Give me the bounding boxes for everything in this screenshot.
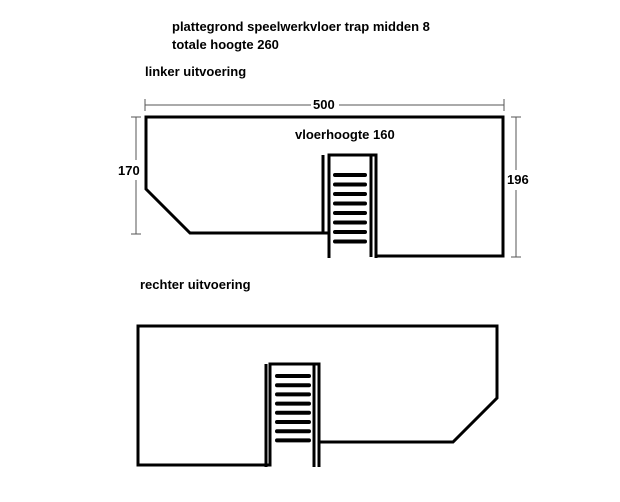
- left-stair-step-3: [333, 192, 367, 196]
- right-stair: [264, 364, 321, 467]
- left-floor-outline: [144, 115, 505, 258]
- left-version-heading: linker uitvoering: [145, 64, 247, 79]
- right-floor-outline: [136, 324, 499, 467]
- left-stair-step-5: [333, 211, 367, 215]
- right-stair-steps: [275, 374, 311, 443]
- right-stair-step-7: [275, 429, 311, 434]
- right-stair-step-4: [275, 401, 311, 406]
- left-stair-step-8: [333, 239, 367, 244]
- left-stair: [321, 155, 378, 258]
- left-height-dimension-label: 170: [118, 163, 140, 178]
- right-stair-step-2: [275, 383, 311, 388]
- right-height-dimension-label: 196: [507, 172, 529, 187]
- left-stair-steps: [333, 173, 367, 244]
- width-dimension-line: [144, 99, 505, 111]
- right-stair-step-3: [275, 392, 311, 397]
- floor-height-label: vloerhoogte 160: [295, 127, 395, 142]
- right-height-dimension-line: [511, 116, 521, 258]
- right-version-heading: rechter uitvoering: [140, 277, 251, 292]
- left-height-dimension-line: [131, 116, 141, 235]
- left-stair-step-7: [333, 230, 367, 234]
- left-stair-step-6: [333, 220, 367, 225]
- title-line-1: plattegrond speelwerkvloer trap midden 8: [172, 19, 430, 34]
- right-stair-step-6: [275, 420, 311, 424]
- left-stair-step-2: [333, 182, 367, 187]
- left-stair-step-4: [333, 201, 367, 206]
- right-stair-step-1: [275, 374, 311, 378]
- right-stair-step-8: [275, 438, 311, 443]
- width-dimension-label: 500: [313, 97, 335, 112]
- right-stair-step-5: [275, 410, 311, 415]
- left-stair-step-1: [333, 173, 367, 177]
- title-line-2: totale hoogte 260: [172, 37, 279, 52]
